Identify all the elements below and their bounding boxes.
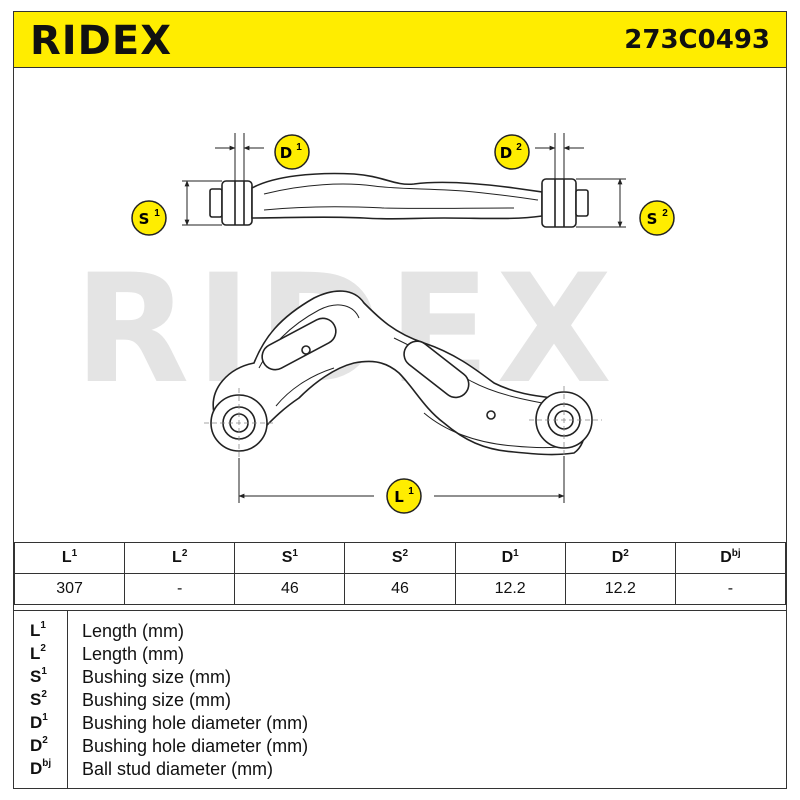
spec-value-d1: 12.2	[454, 573, 566, 605]
spec-value-l1: 307	[14, 573, 126, 605]
legend-key: S1	[30, 666, 47, 686]
legend-text: Bushing size (mm)	[82, 667, 232, 687]
legend-key: Dbj	[30, 758, 52, 778]
svg-text:1: 1	[296, 142, 302, 153]
svg-text:D: D	[280, 144, 292, 162]
legend: L1 Length (mm) L2 Length (mm) S1 Bushing…	[14, 610, 786, 788]
svg-text:2: 2	[662, 208, 668, 219]
legend-row-dbj: Dbj Ball stud diameter (mm)	[14, 758, 786, 781]
legend-text: Bushing hole diameter (mm)	[82, 736, 309, 756]
spec-header-l1: L1	[14, 542, 126, 574]
svg-text:L: L	[394, 488, 404, 506]
part-number: 273C0493	[624, 25, 770, 55]
product-sheet: RIDEX 273C0493 RIDEX	[13, 11, 787, 789]
legend-key: D1	[30, 712, 48, 732]
legend-row-l2: L2 Length (mm)	[14, 643, 786, 666]
label-s2: S 2	[639, 200, 675, 236]
svg-text:S: S	[139, 210, 150, 228]
legend-text: Ball stud diameter (mm)	[82, 759, 274, 779]
arm-top-view	[209, 172, 589, 228]
arm-side-view	[210, 290, 593, 456]
label-d2: D 2	[494, 134, 530, 170]
svg-text:D: D	[500, 144, 512, 162]
arm-hole-left	[301, 345, 311, 355]
svg-text:1: 1	[408, 486, 414, 497]
arm-slot-right	[403, 340, 470, 399]
spec-header-d1: D1	[454, 542, 566, 574]
spec-header-dbj: Dbj	[674, 542, 786, 574]
spec-header-s1: S1	[234, 542, 346, 574]
legend-text: Bushing hole diameter (mm)	[82, 713, 309, 733]
legend-row-s1: S1 Bushing size (mm)	[14, 666, 786, 689]
center-lines	[204, 386, 602, 458]
legend-key: L2	[30, 643, 46, 663]
legend-row-l1: L1 Length (mm)	[14, 620, 786, 643]
legend-key: D2	[30, 735, 48, 755]
label-d1: D 1	[274, 134, 310, 170]
arm-body-top	[251, 172, 543, 220]
control-arm-drawing: D 1 D 2 S 1 S 2 L 1	[131, 133, 675, 514]
arm-slot-left	[261, 317, 337, 371]
legend-key: L1	[30, 620, 46, 640]
legend-text: Length (mm)	[82, 644, 185, 664]
spec-table: L1 L2 S1 S2 D1 D2 Dbj 307 - 46 46 12.2 1…	[14, 542, 786, 605]
svg-text:S: S	[647, 210, 658, 228]
arm-hole-right	[486, 410, 496, 420]
arm-body-side	[212, 290, 586, 456]
spec-value-s1: 46	[234, 573, 346, 605]
left-bushing	[221, 180, 253, 226]
legend-text: Bushing size (mm)	[82, 690, 232, 710]
label-s1: S 1	[131, 200, 167, 236]
left-bushing-stud	[209, 188, 223, 218]
brand-logo: RIDEX	[30, 18, 173, 64]
length-dimension	[238, 456, 565, 503]
right-bushing	[541, 178, 577, 228]
spec-header-l2: L2	[124, 542, 236, 574]
spec-value-l2: -	[124, 573, 236, 605]
legend-row-s2: S2 Bushing size (mm)	[14, 689, 786, 712]
legend-row-d1: D1 Bushing hole diameter (mm)	[14, 712, 786, 735]
spec-header-row: L1 L2 S1 S2 D1 D2 Dbj	[14, 542, 786, 574]
spec-header-s2: S2	[344, 542, 456, 574]
legend-divider	[67, 611, 68, 788]
top-dimension-lines	[182, 133, 626, 228]
spec-value-d2: 12.2	[564, 573, 676, 605]
spec-value-dbj: -	[674, 573, 786, 605]
label-l1: L 1	[386, 478, 422, 514]
header-bar: RIDEX 273C0493	[14, 12, 786, 68]
legend-key: S2	[30, 689, 47, 709]
technical-drawing: RIDEX	[14, 68, 786, 543]
legend-row-d2: D2 Bushing hole diameter (mm)	[14, 735, 786, 758]
spec-value-s2: 46	[344, 573, 456, 605]
spec-value-row: 307 - 46 46 12.2 12.2 -	[14, 573, 786, 605]
svg-text:1: 1	[154, 208, 160, 219]
svg-text:2: 2	[516, 142, 522, 153]
legend-text: Length (mm)	[82, 621, 185, 641]
spec-header-d2: D2	[564, 542, 676, 574]
